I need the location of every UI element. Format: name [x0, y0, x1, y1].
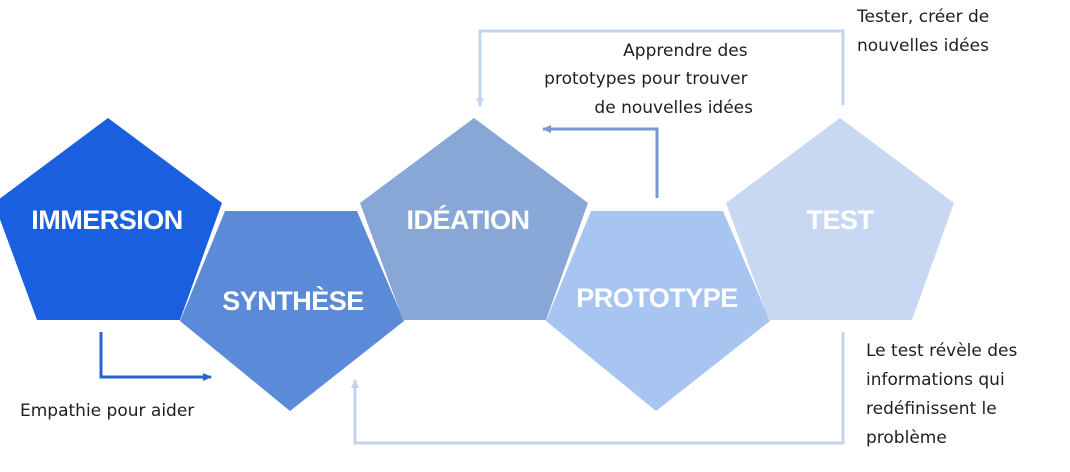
test-to-ideation-arrow	[476, 29, 845, 107]
stage-label-immersion: IMMERSION	[31, 205, 183, 235]
note-reveal-line-1: Le test révèle des	[866, 341, 1018, 361]
stage-label-ideation: IDÉATION	[407, 204, 530, 235]
note-reveal-line-4: problème	[866, 428, 947, 448]
immersion-pentagon	[0, 118, 222, 320]
note-tester-line-1: Tester, créer de	[856, 7, 989, 27]
stage-label-synthesis: SYNTHÈSE	[222, 285, 364, 316]
note-learn-line-2: prototypes pour trouver	[544, 69, 747, 89]
prototype-pentagon	[546, 211, 770, 411]
immersion-to-synthesis-arrow	[99, 332, 212, 381]
stage-label-prototype: PROTOTYPE	[576, 283, 738, 313]
test-pentagon	[726, 118, 954, 320]
note-tester-line-2: nouvelles idées	[857, 36, 989, 56]
note-empathy: Empathie pour aider	[20, 401, 194, 421]
note-reveal-line-3: redéfinissent le	[866, 399, 997, 419]
note-reveal-line-2: informations qui	[866, 370, 1005, 390]
ideation-pentagon	[360, 118, 588, 320]
note-test-new-ideas: Tester, créer de nouvelles idées	[856, 7, 995, 56]
synthesis-pentagon	[180, 211, 404, 411]
note-learn-prototypes: Apprendre des prototypes pour trouver de…	[544, 41, 753, 118]
note-empathy-line: Empathie pour aider	[20, 401, 194, 421]
stage-label-test: TEST	[806, 205, 874, 235]
prototype-to-ideation-arrow	[542, 125, 659, 198]
test-to-synthesis-arrow	[351, 332, 845, 445]
note-learn-line-3: de nouvelles idées	[594, 98, 753, 118]
note-test-reveals: Le test révèle des informations qui redé…	[866, 341, 1023, 448]
note-learn-line-1: Apprendre des	[623, 41, 748, 61]
